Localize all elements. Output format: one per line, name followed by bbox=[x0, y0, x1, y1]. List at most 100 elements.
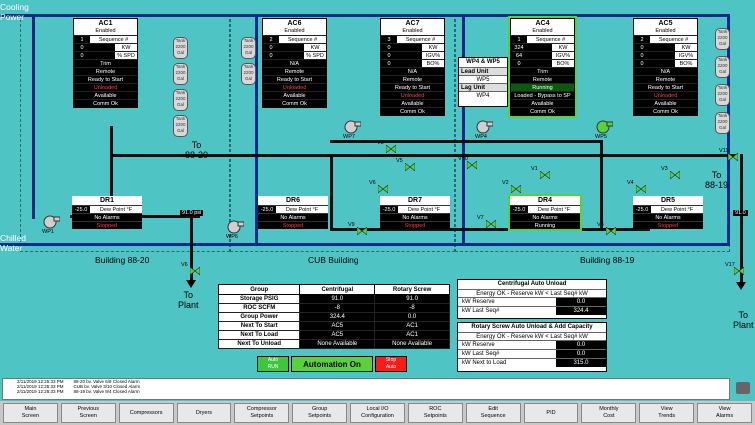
valve-v8[interactable]: V8 bbox=[597, 222, 617, 236]
tank-icon: Tank 2200 Gal bbox=[715, 84, 730, 106]
pipe-air-plant-left bbox=[190, 215, 193, 285]
valve-v4[interactable]: V4 bbox=[627, 180, 647, 194]
compressor-state: Ready to Start bbox=[74, 75, 137, 83]
valve-v6[interactable]: V6 bbox=[181, 262, 201, 276]
compressor-status: Enabled bbox=[381, 28, 444, 35]
sequence-number[interactable]: 1 bbox=[511, 36, 527, 43]
valve-v2[interactable]: V2 bbox=[502, 180, 522, 194]
nav-button-6[interactable]: Local I/O Configuration bbox=[350, 403, 405, 423]
dew-point-value: -25.0 bbox=[635, 207, 649, 213]
valve-v9[interactable]: V9 bbox=[348, 222, 368, 236]
valve-v11[interactable]: V11 bbox=[719, 148, 739, 162]
rotary-unload-msg: Energy OK - Reserve kW < Last Seq# kW bbox=[458, 332, 606, 340]
pipe-chilled-water bbox=[0, 243, 730, 246]
lead-unit-label: Lead Unit bbox=[459, 67, 507, 75]
compressor-state: Ready to Start bbox=[381, 83, 444, 91]
compressor-availability: Available bbox=[263, 91, 326, 99]
pump-wp7[interactable]: WP7 bbox=[343, 120, 362, 140]
compressor-availability: Available bbox=[381, 99, 444, 107]
compressor-control: Remote bbox=[381, 75, 444, 83]
sequence-number[interactable]: 2 bbox=[263, 36, 279, 43]
valve-v6[interactable]: V6 bbox=[369, 180, 389, 194]
nav-button-12[interactable]: View Alarms bbox=[697, 403, 752, 423]
stop-auto-button[interactable]: Stop Auto bbox=[375, 356, 407, 372]
dryer-state: Stopped bbox=[633, 221, 703, 229]
dryer-alarms: No Alarms bbox=[510, 213, 580, 221]
tank-icon: Tank 2200 Gal bbox=[241, 63, 256, 85]
sequence-label: Sequence # bbox=[405, 37, 436, 43]
sequence-number[interactable]: 1 bbox=[74, 36, 90, 43]
pump-wp6[interactable]: WP6 bbox=[226, 220, 245, 240]
nav-button-8[interactable]: Edit Sequence bbox=[465, 403, 521, 423]
pump-wp1[interactable]: WP1 bbox=[42, 215, 61, 235]
nav-button-11[interactable]: View Trends bbox=[639, 403, 695, 423]
compressor-mode: N/A bbox=[263, 59, 326, 67]
group-row: Next To Unload None Available None Avail… bbox=[217, 339, 450, 349]
valve-icon bbox=[669, 170, 681, 180]
lead-unit-value: WP5 bbox=[459, 75, 507, 83]
dew-point-value: -25.0 bbox=[512, 207, 526, 213]
pump-wp5[interactable]: WP5 bbox=[595, 120, 614, 140]
printer-icon[interactable] bbox=[736, 382, 750, 394]
nav-button-5[interactable]: Group Setpoints bbox=[292, 403, 348, 423]
label-to-88-19: To 88-19 bbox=[705, 170, 729, 190]
compressor-mode: Trim bbox=[511, 67, 574, 75]
valve-v3[interactable]: V3 bbox=[377, 140, 397, 154]
nav-button-7[interactable]: ROC Setpoints bbox=[407, 403, 463, 423]
valve-v7[interactable]: V7 bbox=[477, 215, 497, 229]
pump-wp4[interactable]: WP4 bbox=[475, 120, 494, 140]
lead-lag-panel: WP4 & WP5 Lead Unit WP5 Lag Unit WP4 bbox=[458, 57, 508, 107]
nav-button-4[interactable]: Compressor Setpoints bbox=[234, 403, 290, 423]
pipe-air-plant-right bbox=[740, 154, 743, 284]
pipe-left-vertical bbox=[32, 14, 35, 219]
label-to-88-20: To 88-20 bbox=[185, 140, 209, 160]
nav-button-0[interactable]: Main Screen bbox=[3, 403, 58, 423]
pump-icon bbox=[43, 215, 61, 229]
automation-status: Automation On bbox=[291, 356, 373, 372]
valve-v17[interactable]: V17 bbox=[725, 262, 745, 276]
dew-point-value: -25.0 bbox=[74, 207, 88, 213]
pump-icon bbox=[476, 120, 494, 134]
valve-v10[interactable]: V10 bbox=[458, 156, 478, 170]
valve-v5[interactable]: V5 bbox=[396, 158, 416, 172]
dew-point-value: -25.0 bbox=[260, 207, 274, 213]
compressor-control: Remote bbox=[263, 67, 326, 75]
tank-icon: Tank 2200 Gal bbox=[173, 115, 188, 137]
nav-button-10[interactable]: Monthly Cost bbox=[581, 403, 637, 423]
valve-v1[interactable]: V1 bbox=[531, 166, 551, 180]
nav-button-9[interactable]: PID bbox=[523, 403, 579, 423]
sequence-number[interactable]: 2 bbox=[634, 36, 650, 43]
dew-point-label: Dew Point °F bbox=[90, 206, 142, 213]
compressor-mode: N/A bbox=[381, 67, 444, 75]
sequence-number[interactable]: 3 bbox=[381, 36, 397, 43]
valve-v3[interactable]: V3 bbox=[661, 166, 681, 180]
nav-button-1[interactable]: Previous Screen bbox=[60, 403, 116, 423]
label-to-plant-right: To Plant bbox=[733, 310, 754, 330]
nav-button-2[interactable]: Compressors bbox=[118, 403, 174, 423]
valve-icon bbox=[733, 266, 745, 276]
valve-icon bbox=[605, 226, 617, 236]
group-table: Group Centrifugal Rotary Screw Storage P… bbox=[217, 284, 450, 349]
pipe-v1 bbox=[255, 14, 258, 246]
auto-run-button[interactable]: Auto RUN bbox=[257, 356, 289, 372]
compressor-status: Enabled bbox=[74, 28, 137, 35]
centrifugal-unload-panel: Centrifugal Auto Unload Energy OK - Rese… bbox=[457, 279, 607, 319]
nav-button-3[interactable]: Dryers bbox=[176, 403, 232, 423]
dew-point-label: Dew Point °F bbox=[398, 206, 450, 213]
compressor-comm: Comm Ok bbox=[381, 107, 444, 115]
